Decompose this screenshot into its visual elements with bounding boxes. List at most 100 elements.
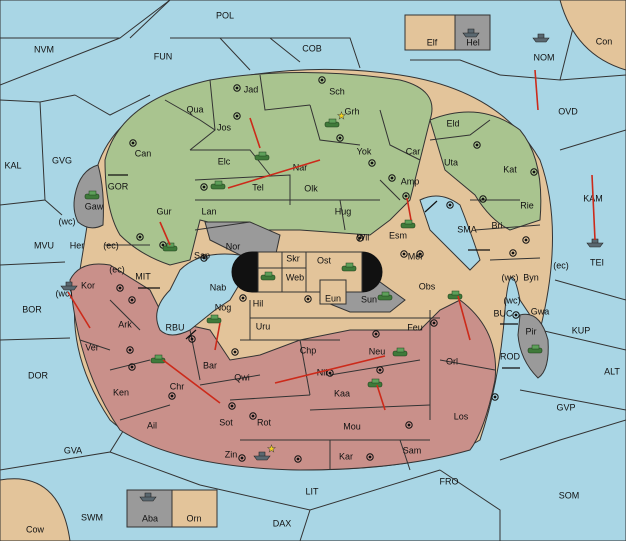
region-group-south	[69, 263, 497, 471]
tank-icon[interactable]	[527, 344, 543, 354]
label-Web: Web	[286, 272, 304, 282]
label-Byn: Byn	[523, 272, 539, 282]
coast-label: (wc)	[502, 272, 519, 282]
tank-icon[interactable]	[260, 271, 276, 281]
tank-icon[interactable]	[400, 219, 416, 229]
label-Bri: Bri	[492, 220, 503, 230]
fleet-icon[interactable]	[586, 238, 604, 248]
inner-borders	[79, 74, 541, 471]
tank-icon[interactable]	[84, 190, 100, 200]
label-Sch: Sch	[329, 86, 345, 96]
tank-icon[interactable]	[150, 354, 166, 364]
supply-center-icon	[416, 250, 424, 258]
supply-center-icon	[368, 159, 376, 167]
label-Aba: Aba	[142, 513, 158, 523]
region-Elf[interactable]	[404, 14, 456, 51]
label-Rot: Rot	[257, 417, 272, 427]
label-KUP: KUP	[572, 325, 591, 335]
label-Grh: Grh	[344, 106, 359, 116]
label-Rie: Rie	[520, 200, 534, 210]
label-NVM: NVM	[34, 44, 54, 54]
move-arrow-icon	[159, 221, 171, 246]
label-RBU: RBU	[165, 322, 184, 332]
coast-label: (wc)	[56, 288, 73, 298]
tank-icon[interactable]	[206, 314, 222, 324]
fleet-icon[interactable]	[139, 492, 157, 502]
supply-center-icon	[405, 421, 413, 429]
move-arrow-icon	[67, 291, 91, 329]
label-Sot: Sot	[219, 417, 233, 427]
label-Yok: Yok	[357, 146, 372, 156]
label-Esm: Esm	[389, 230, 407, 240]
fleet-icon[interactable]	[253, 451, 271, 461]
label-Chr: Chr	[170, 381, 185, 391]
label-Sam: Sam	[403, 445, 422, 455]
label-MIT: MIT	[135, 271, 151, 281]
tank-icon[interactable]	[367, 378, 383, 388]
supply-center-icon	[188, 335, 196, 343]
label-Eld: Eld	[446, 118, 459, 128]
tank-icon[interactable]	[341, 262, 357, 272]
label-Zin: Zin	[225, 449, 238, 459]
star-icon: ★	[337, 111, 346, 122]
tank-icon[interactable]	[392, 347, 408, 357]
label-Nar: Nar	[293, 162, 308, 172]
label-Pir: Pir	[526, 326, 537, 336]
label-FUN: FUN	[154, 51, 173, 61]
label-DAX: DAX	[273, 518, 292, 528]
tank-icon[interactable]	[254, 151, 270, 161]
label-Amp: Amp	[401, 176, 420, 186]
supply-center-icon	[479, 195, 487, 203]
supply-center-icon	[128, 363, 136, 371]
supply-center-icon	[356, 234, 364, 242]
label-Kor: Kor	[81, 280, 95, 290]
supply-center-icon	[126, 346, 134, 354]
supply-center-icon	[402, 192, 410, 200]
tank-icon[interactable]	[210, 180, 226, 190]
supply-center-icon	[491, 393, 499, 401]
supply-center-icon	[304, 295, 312, 303]
move-arrow-icon	[274, 355, 386, 384]
tank-icon[interactable]	[162, 242, 178, 252]
label-Chp: Chp	[300, 345, 317, 355]
supply-center-icon	[238, 454, 246, 462]
supply-center-icon	[200, 254, 208, 262]
label-Nog: Nog	[215, 302, 232, 312]
supply-center-icon	[116, 284, 124, 292]
region-Hel[interactable]	[454, 14, 491, 51]
label-Kar: Kar	[339, 451, 353, 461]
tank-icon[interactable]	[377, 291, 393, 301]
supply-center-icon	[168, 392, 176, 400]
label-OVD: OVD	[558, 106, 578, 116]
label-Bar: Bar	[203, 360, 217, 370]
supply-center-icon	[388, 174, 396, 182]
move-arrow-icon	[376, 384, 386, 411]
coast-label: (ec)	[103, 240, 119, 250]
region-Orn[interactable]	[171, 489, 218, 528]
fleet-icon[interactable]	[60, 281, 78, 291]
label-Jad: Jad	[244, 84, 259, 94]
region-labels: POL NVM FUN COB KAL GVG GOR MVU BOR DOR …	[4, 10, 620, 534]
fleet-icon[interactable]	[462, 28, 480, 38]
label-Con: Con	[596, 36, 613, 46]
supply-center-icon	[294, 455, 302, 463]
label-COB: COB	[302, 43, 322, 53]
move-arrow-icon	[249, 117, 261, 149]
label-Ail: Ail	[147, 420, 157, 430]
label-GVA: GVA	[64, 445, 82, 455]
label-Ken: Ken	[113, 387, 129, 397]
tank-icon[interactable]	[324, 118, 340, 128]
lake-SMA[interactable]	[419, 195, 481, 271]
label-Uta: Uta	[444, 157, 458, 167]
lake-RBU[interactable]	[156, 253, 246, 336]
coast-label: (ec)	[553, 260, 569, 270]
label-Ver: Ver	[85, 342, 99, 352]
fleet-icon[interactable]	[532, 33, 550, 43]
label-Feu: Feu	[407, 322, 423, 332]
label-BUC: BUC	[493, 308, 513, 318]
move-arrow-icon	[227, 159, 321, 189]
label-SMA: SMA	[457, 224, 477, 234]
region-Eun[interactable]	[319, 279, 347, 305]
label-FRO: FRO	[440, 476, 459, 486]
